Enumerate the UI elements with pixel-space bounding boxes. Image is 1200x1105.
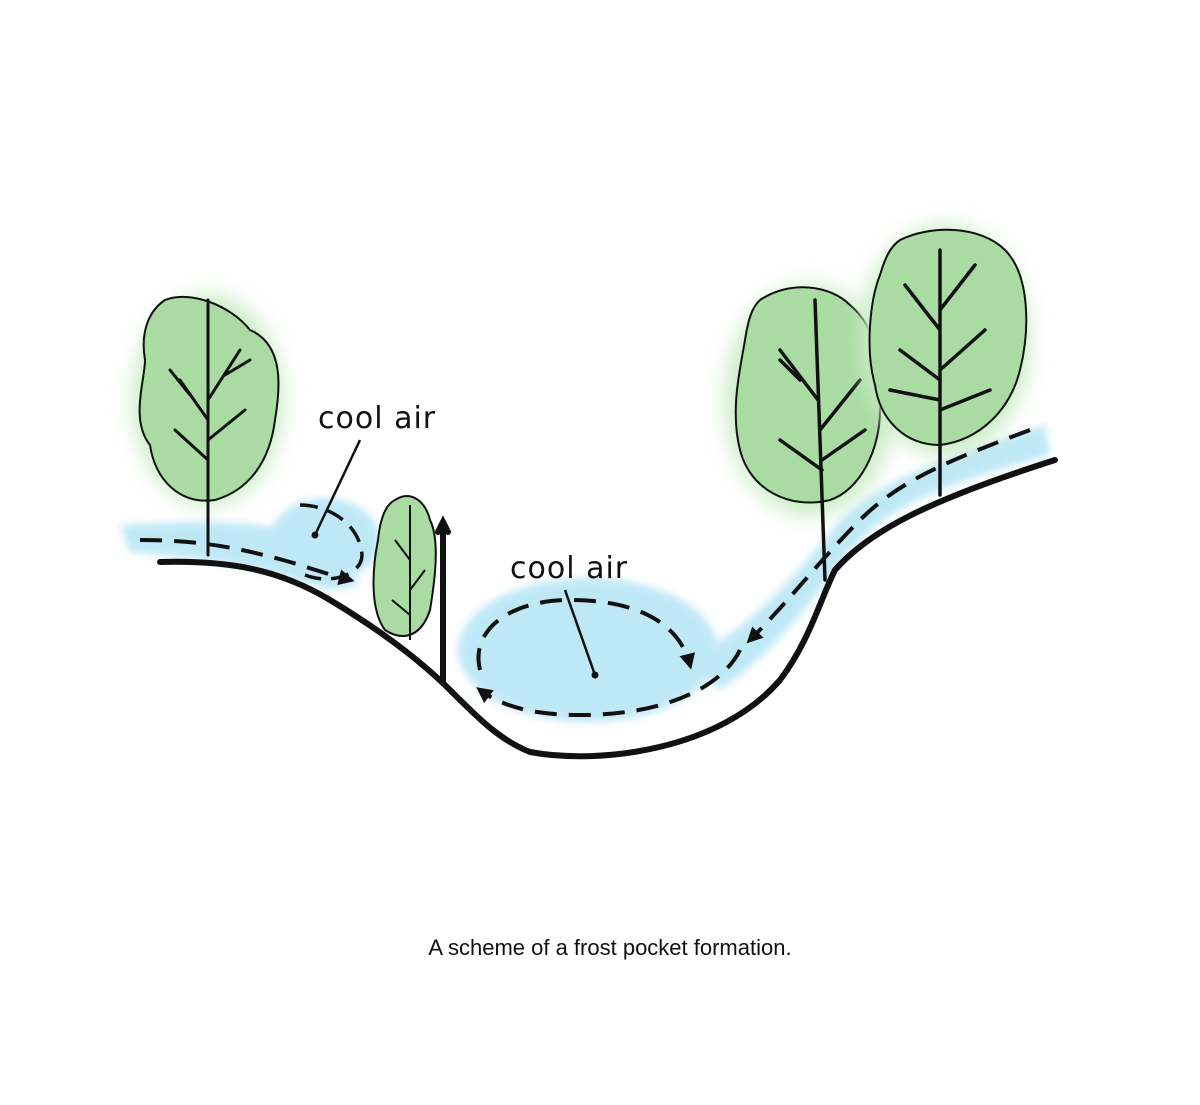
cool-air-regions [120,425,1050,722]
airflow-right-slope [746,428,1031,644]
airflow-large-eddy-bottom [476,649,742,718]
leader-dot-left [311,531,319,539]
shrub-fence [372,495,451,683]
leader-line-center [563,589,597,676]
airflow-large-eddy-top [476,597,696,671]
cool-air-pocket-large [458,578,718,722]
airflow-small-eddy [299,503,364,581]
cool-air-band-right [690,425,1050,690]
cool-air-pocket-small [270,498,380,582]
tree-right-front [725,285,895,582]
figure-caption: A scheme of a frost pocket formation. [428,935,792,960]
fence-post [435,515,451,683]
leader-dot-center [591,671,599,679]
cool-air-label-left: cool air [318,401,436,436]
tree-left [133,295,283,557]
ground-line [157,457,1058,760]
cool-air-label-center: cool air [510,551,628,586]
airflow-left-slope [139,538,355,586]
tree-right-back [860,225,1030,497]
leader-line-left [313,439,362,536]
airflow-arrows [139,428,1031,718]
